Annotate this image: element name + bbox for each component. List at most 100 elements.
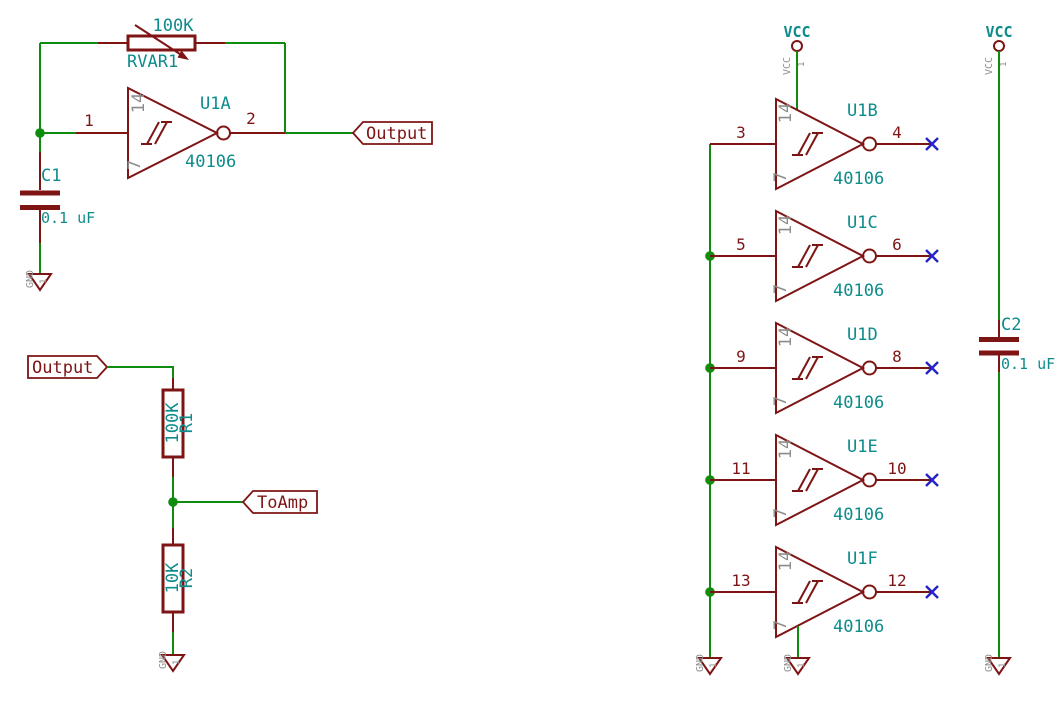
- vcc-pin-number: 1: [999, 62, 1009, 67]
- gate-triangle: [775, 321, 866, 415]
- gate-schmitt-glyph: [792, 356, 823, 380]
- c2-value: 0.1 uF: [1001, 355, 1055, 373]
- gate-pin-vcc-number: 14: [776, 215, 796, 235]
- gate-ref: U1E: [847, 437, 878, 457]
- r2-value: 10K: [163, 562, 183, 593]
- vcc-symbol-u1b: VCC VCC 1: [782, 23, 811, 75]
- gate-pin-out-number: 10: [887, 459, 906, 478]
- gnd-symbol-c1: GND 1: [25, 270, 53, 292]
- gnd-pin-name: GND: [783, 654, 794, 672]
- gate-pin-vcc-number: 14: [776, 439, 796, 459]
- gate-pin-vcc-number: 14: [776, 551, 796, 571]
- vcc-label: VCC: [985, 23, 1012, 41]
- gnd-symbol-u1f-pin7: GND 1: [783, 654, 811, 676]
- global-label-shape: [351, 121, 433, 145]
- gate-part: 40106: [833, 393, 884, 413]
- resistor-r1: 100K R1: [161, 378, 197, 477]
- global-label-shape: [241, 490, 318, 514]
- gate-pin-in-number: 5: [736, 235, 746, 254]
- gnd-pin-number: 1: [998, 663, 1008, 668]
- pot-ref: RVAR1: [127, 52, 178, 72]
- global-label-text: ToAmp: [257, 493, 308, 513]
- gate-pin-in-number: 9: [736, 347, 746, 366]
- pot-wiper-arrow-head: [177, 50, 189, 60]
- gate-schmitt-glyph: [792, 132, 823, 156]
- u1a-pin-gnd-number: 7: [125, 160, 145, 170]
- no-connect-icon: [925, 249, 939, 263]
- r1-value: 100K: [163, 402, 183, 444]
- gate-pin-gnd-number: 7: [771, 396, 791, 406]
- gate-pin-gnd-number: 7: [771, 284, 791, 294]
- gnd-pin-name: GND: [25, 270, 36, 288]
- gate-pin-in-number: 3: [736, 123, 746, 142]
- gate-pin-vcc-number: 14: [776, 327, 796, 347]
- inverter-u1d: 9 8 14 7 U1D 40106: [710, 321, 939, 415]
- gnd-symbol-bus: GND 1: [695, 654, 723, 676]
- no-connect-icon: [925, 361, 939, 375]
- gnd-pin-name: GND: [158, 651, 169, 669]
- pot-body: [126, 34, 197, 52]
- gate-pin-gnd-number: 7: [771, 508, 791, 518]
- global-label-text: Output: [32, 358, 93, 378]
- potentiometer-rvar1: 100K RVAR1: [98, 16, 225, 72]
- divider-section: Output 100K R1 ToAmp 10K R2: [27, 355, 318, 673]
- wire-output-to-r1: [107, 366, 174, 378]
- gnd-triangle-icon: [27, 273, 53, 292]
- spare-gates-section: VCC VCC 1 3 4 14 7 U1B 40106: [695, 23, 1055, 676]
- gate-schmitt-glyph: [792, 244, 823, 268]
- gnd-pin-name: GND: [984, 654, 995, 672]
- gate-ref: U1B: [847, 101, 878, 121]
- u1a-triangle: [127, 86, 220, 180]
- global-label-shape: [27, 355, 109, 379]
- c2-ref: C2: [1001, 315, 1021, 335]
- gnd-triangle-icon: [697, 657, 723, 676]
- inverter-u1b: 3 4 14 7 U1B 40106: [710, 97, 939, 191]
- gate-schmitt-glyph: [792, 468, 823, 492]
- gnd-pin-number: 1: [709, 663, 719, 668]
- gate-pin-out-number: 4: [892, 123, 902, 142]
- vcc-pin-name: VCC: [782, 57, 793, 75]
- global-label-text: Output: [366, 124, 427, 144]
- gate-part: 40106: [833, 617, 884, 637]
- inverter-u1e: 11 10 14 7 U1E 40106: [710, 433, 939, 527]
- u1a-pin-out-number: 2: [246, 109, 256, 128]
- gate-pin-vcc-number: 14: [776, 103, 796, 123]
- global-label-output-top: Output: [351, 121, 433, 145]
- u1a-pin-in-number: 1: [84, 111, 94, 130]
- global-label-output-bottom: Output: [27, 355, 109, 379]
- no-connect-icon: [925, 585, 939, 599]
- pot-value: 100K: [153, 16, 195, 36]
- u1a-part: 40106: [185, 152, 236, 172]
- gate-ref: U1C: [847, 213, 878, 233]
- gate-pin-out-number: 6: [892, 235, 902, 254]
- no-connect-icon: [925, 137, 939, 151]
- r2-ref: R2: [177, 568, 197, 588]
- gnd-symbol-c2: GND 1: [984, 654, 1012, 676]
- resistor-r2: 10K R2: [161, 528, 197, 632]
- gate-pin-out-number: 12: [887, 571, 906, 590]
- gate-ref: U1D: [847, 325, 878, 345]
- vcc-label: VCC: [783, 23, 810, 41]
- inverter-u1f: 13 12 14 7 U1F 40106: [710, 545, 939, 639]
- gnd-pin-number: 1: [797, 663, 807, 668]
- vcc-pin-number: 1: [797, 62, 807, 67]
- gate-part: 40106: [833, 281, 884, 301]
- gate-pin-in-number: 13: [731, 571, 750, 590]
- u1a-schmitt-glyph: [141, 121, 172, 145]
- gate-schmitt-glyph: [792, 580, 823, 604]
- u1a-ref: U1A: [200, 94, 231, 114]
- vcc-pin-name: VCC: [984, 57, 995, 75]
- gnd-pin-name: GND: [695, 654, 706, 672]
- gate-pin-in-number: 11: [731, 459, 750, 478]
- vcc-circle-icon: [791, 40, 803, 52]
- gate-triangle: [775, 545, 866, 639]
- gnd-pin-number: 1: [39, 279, 49, 284]
- gate-pin-gnd-number: 7: [771, 172, 791, 182]
- u1a-pin-vcc-number: 14: [129, 93, 149, 113]
- gate-part: 40106: [833, 169, 884, 189]
- gate-pin-out-number: 8: [892, 347, 902, 366]
- pot-wiper-arrow-shaft: [134, 24, 184, 57]
- capacitor-c2: C2 0.1 uF: [979, 315, 1055, 373]
